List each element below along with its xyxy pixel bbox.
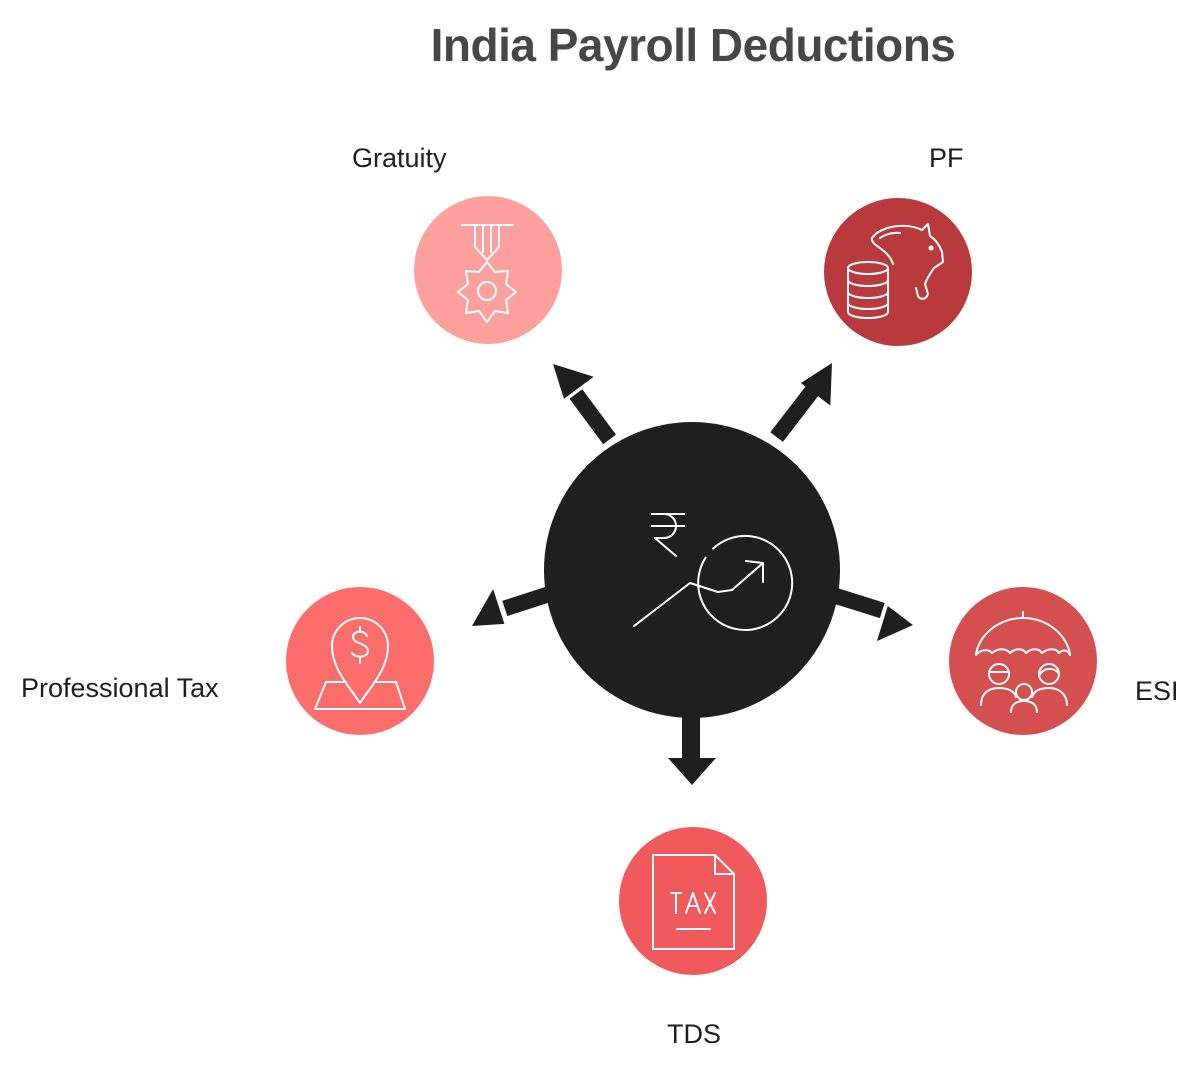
node-gratuity [414, 196, 562, 344]
center-hub [544, 422, 840, 718]
label-professional-tax: Professional Tax [21, 673, 219, 703]
node-tds [619, 827, 767, 975]
node-esi [949, 587, 1097, 735]
location-dollar-pin-icon [314, 617, 406, 710]
node-pf [824, 198, 972, 346]
label-pf: PF [929, 143, 964, 173]
tax-document-icon [652, 854, 735, 950]
node-professional-tax [286, 587, 434, 735]
rupee-growth-icon [633, 513, 794, 631]
piggy-bank-coins-icon [847, 223, 944, 319]
diagram-title: India Payroll Deductions [430, 19, 956, 71]
medal-icon [457, 224, 517, 323]
arrow-to-gratuity [553, 364, 616, 445]
label-tds: TDS [667, 1019, 721, 1049]
label-gratuity: Gratuity [352, 143, 447, 173]
arrow-to-pf [770, 363, 832, 442]
umbrella-family-icon [975, 611, 1071, 713]
label-esi: ESI [1135, 676, 1179, 706]
